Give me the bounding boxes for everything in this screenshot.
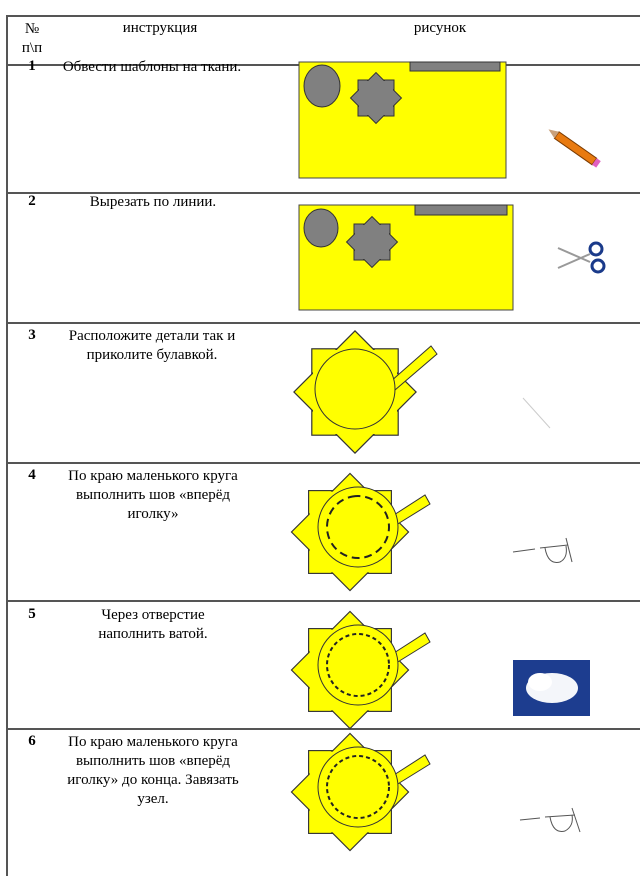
- instruction-text: По краю маленького круга выполнить шов «…: [67, 734, 239, 807]
- row-divider: [6, 322, 640, 324]
- row-number: 1: [28, 58, 36, 74]
- row-divider: [6, 15, 640, 17]
- row-number: 6: [28, 733, 36, 749]
- row-number: 3: [28, 327, 36, 343]
- row-number: 5: [28, 606, 36, 622]
- needle-stitch-icon: [512, 537, 573, 563]
- cotton-wool-photo: [513, 660, 590, 716]
- scissors-icon: [557, 241, 606, 274]
- instruction-text: Расположите детали так и приколите булав…: [68, 328, 236, 363]
- fabric-with-templates: [298, 61, 507, 179]
- finished-stitch: [290, 732, 431, 852]
- row-divider: [6, 192, 640, 194]
- pin-icon: [522, 397, 551, 429]
- header-instruction: инструкция: [122, 20, 198, 36]
- row-divider: [6, 600, 640, 602]
- assembled-parts: [293, 330, 438, 454]
- row-divider: [6, 462, 640, 464]
- needle-knot-icon: [519, 807, 581, 833]
- instruction-text: По краю маленького круга выполнить шов «…: [68, 468, 238, 522]
- row-number: 4: [28, 467, 36, 483]
- row-divider: [6, 728, 640, 730]
- running-stitch-partial: [290, 472, 431, 592]
- header-picture: рисунок: [413, 20, 467, 36]
- pencil-icon: [548, 129, 601, 168]
- table-left-border: [6, 15, 8, 876]
- stuffed-part: [290, 610, 431, 730]
- instruction-text: Обвести шаблоны на ткани.: [62, 59, 242, 75]
- instruction-text: Через отверстие наполнить ватой.: [98, 607, 208, 642]
- header-num: № п\п: [21, 21, 43, 56]
- instruction-text: Вырезать по линии.: [89, 194, 217, 210]
- row-number: 2: [28, 193, 36, 209]
- cut-fabric: [298, 204, 514, 311]
